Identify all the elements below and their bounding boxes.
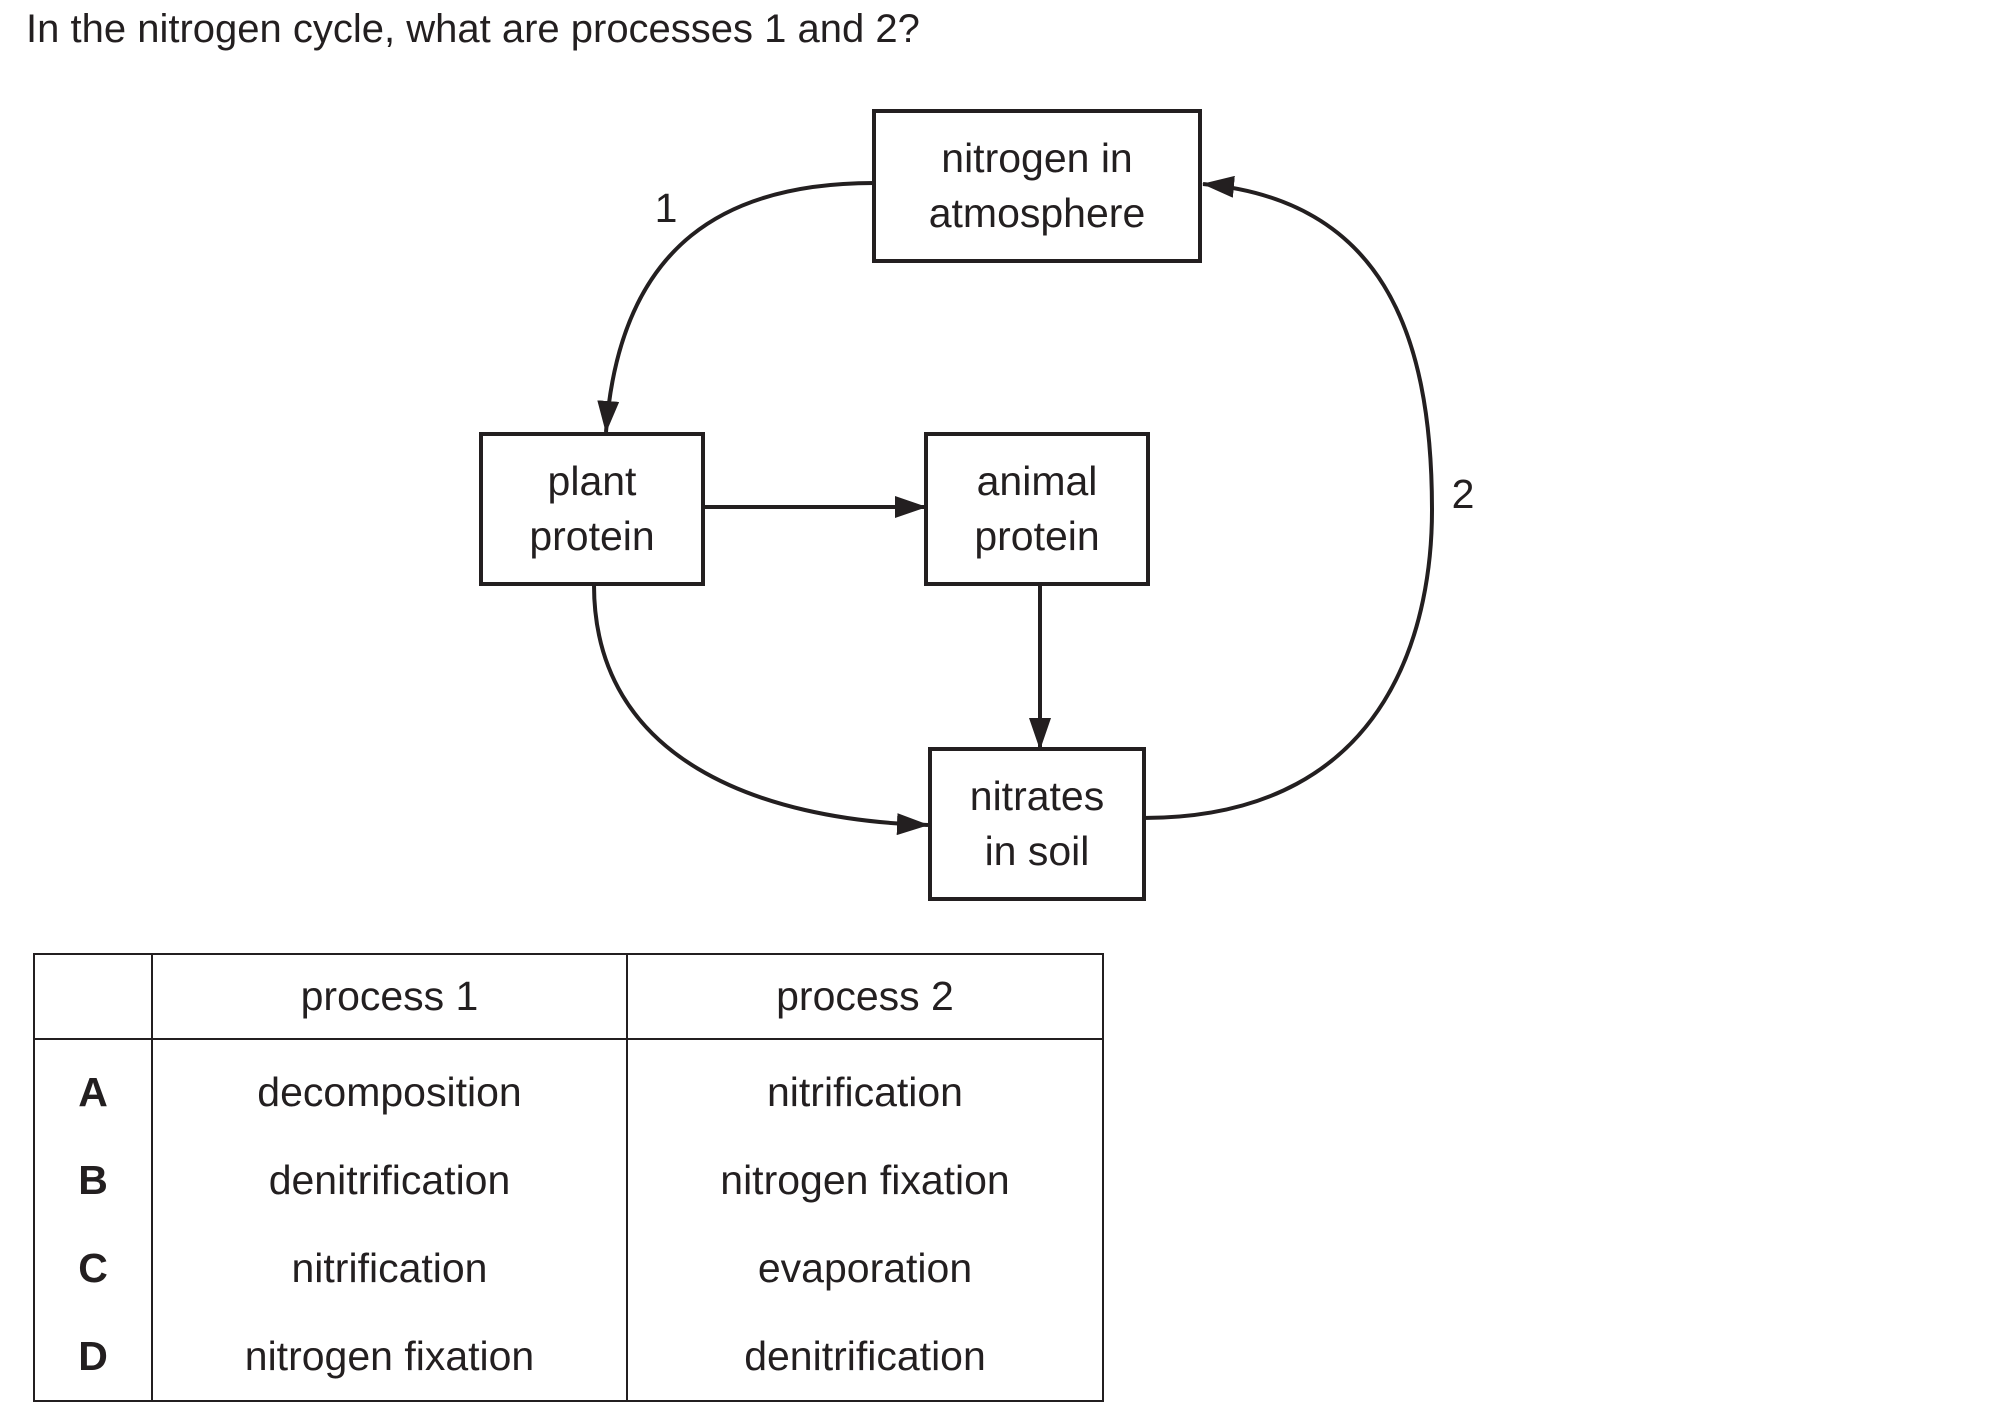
nitrogen-cycle-diagram: nitrogen in atmosphere plant protein ani… (479, 109, 1475, 901)
animal-protein-node: animal protein (924, 432, 1150, 586)
animal-label-line1: animal (977, 458, 1098, 504)
process-1-label: 1 (655, 185, 678, 231)
atmosphere-label-line2: atmosphere (929, 190, 1146, 236)
arrows (592, 175, 1435, 836)
option-process-2: evaporation (626, 1224, 1104, 1312)
option-letter: B (33, 1136, 153, 1224)
atmosphere-label-line1: nitrogen in (941, 135, 1132, 181)
option-process-2: denitrification (626, 1312, 1104, 1401)
process-1-arrow (597, 181, 875, 433)
header-letter (33, 954, 153, 1040)
option-process-1: nitrification (151, 1224, 628, 1312)
table-row[interactable]: C nitrification evaporation (33, 1224, 1104, 1312)
option-letter: D (33, 1312, 153, 1401)
plant-label-line2: protein (529, 513, 654, 559)
table-row[interactable]: A decomposition nitrification (33, 1039, 1104, 1136)
option-letter: C (33, 1224, 153, 1312)
soil-label-line2: in soil (985, 828, 1090, 874)
process-2-label: 2 (1452, 471, 1475, 517)
atmosphere-node: nitrogen in atmosphere (872, 109, 1202, 263)
answer-options-table: process 1 process 2 A decomposition nitr… (33, 953, 1104, 1402)
process-2-arrow (1142, 175, 1435, 820)
option-process-1: denitrification (151, 1136, 628, 1224)
option-process-1: nitrogen fixation (151, 1312, 628, 1401)
nitrates-soil-node: nitrates in soil (928, 747, 1146, 901)
option-process-2: nitrification (626, 1039, 1104, 1136)
header-process-1: process 1 (151, 954, 628, 1040)
animal-label-line2: protein (974, 513, 1099, 559)
question-text: In the nitrogen cycle, what are processe… (26, 7, 920, 51)
option-process-2: nitrogen fixation (626, 1136, 1104, 1224)
soil-label-line1: nitrates (970, 773, 1104, 819)
plant-protein-node: plant protein (479, 432, 705, 586)
option-letter: A (33, 1039, 153, 1136)
table-header-row: process 1 process 2 (33, 954, 1104, 1040)
plant-to-soil-arrow (592, 584, 929, 836)
table-row[interactable]: D nitrogen fixation denitrification (33, 1312, 1104, 1401)
table-row[interactable]: B denitrification nitrogen fixation (33, 1136, 1104, 1224)
header-process-2: process 2 (626, 954, 1104, 1040)
option-process-1: decomposition (151, 1039, 628, 1136)
plant-label-line1: plant (548, 458, 638, 504)
